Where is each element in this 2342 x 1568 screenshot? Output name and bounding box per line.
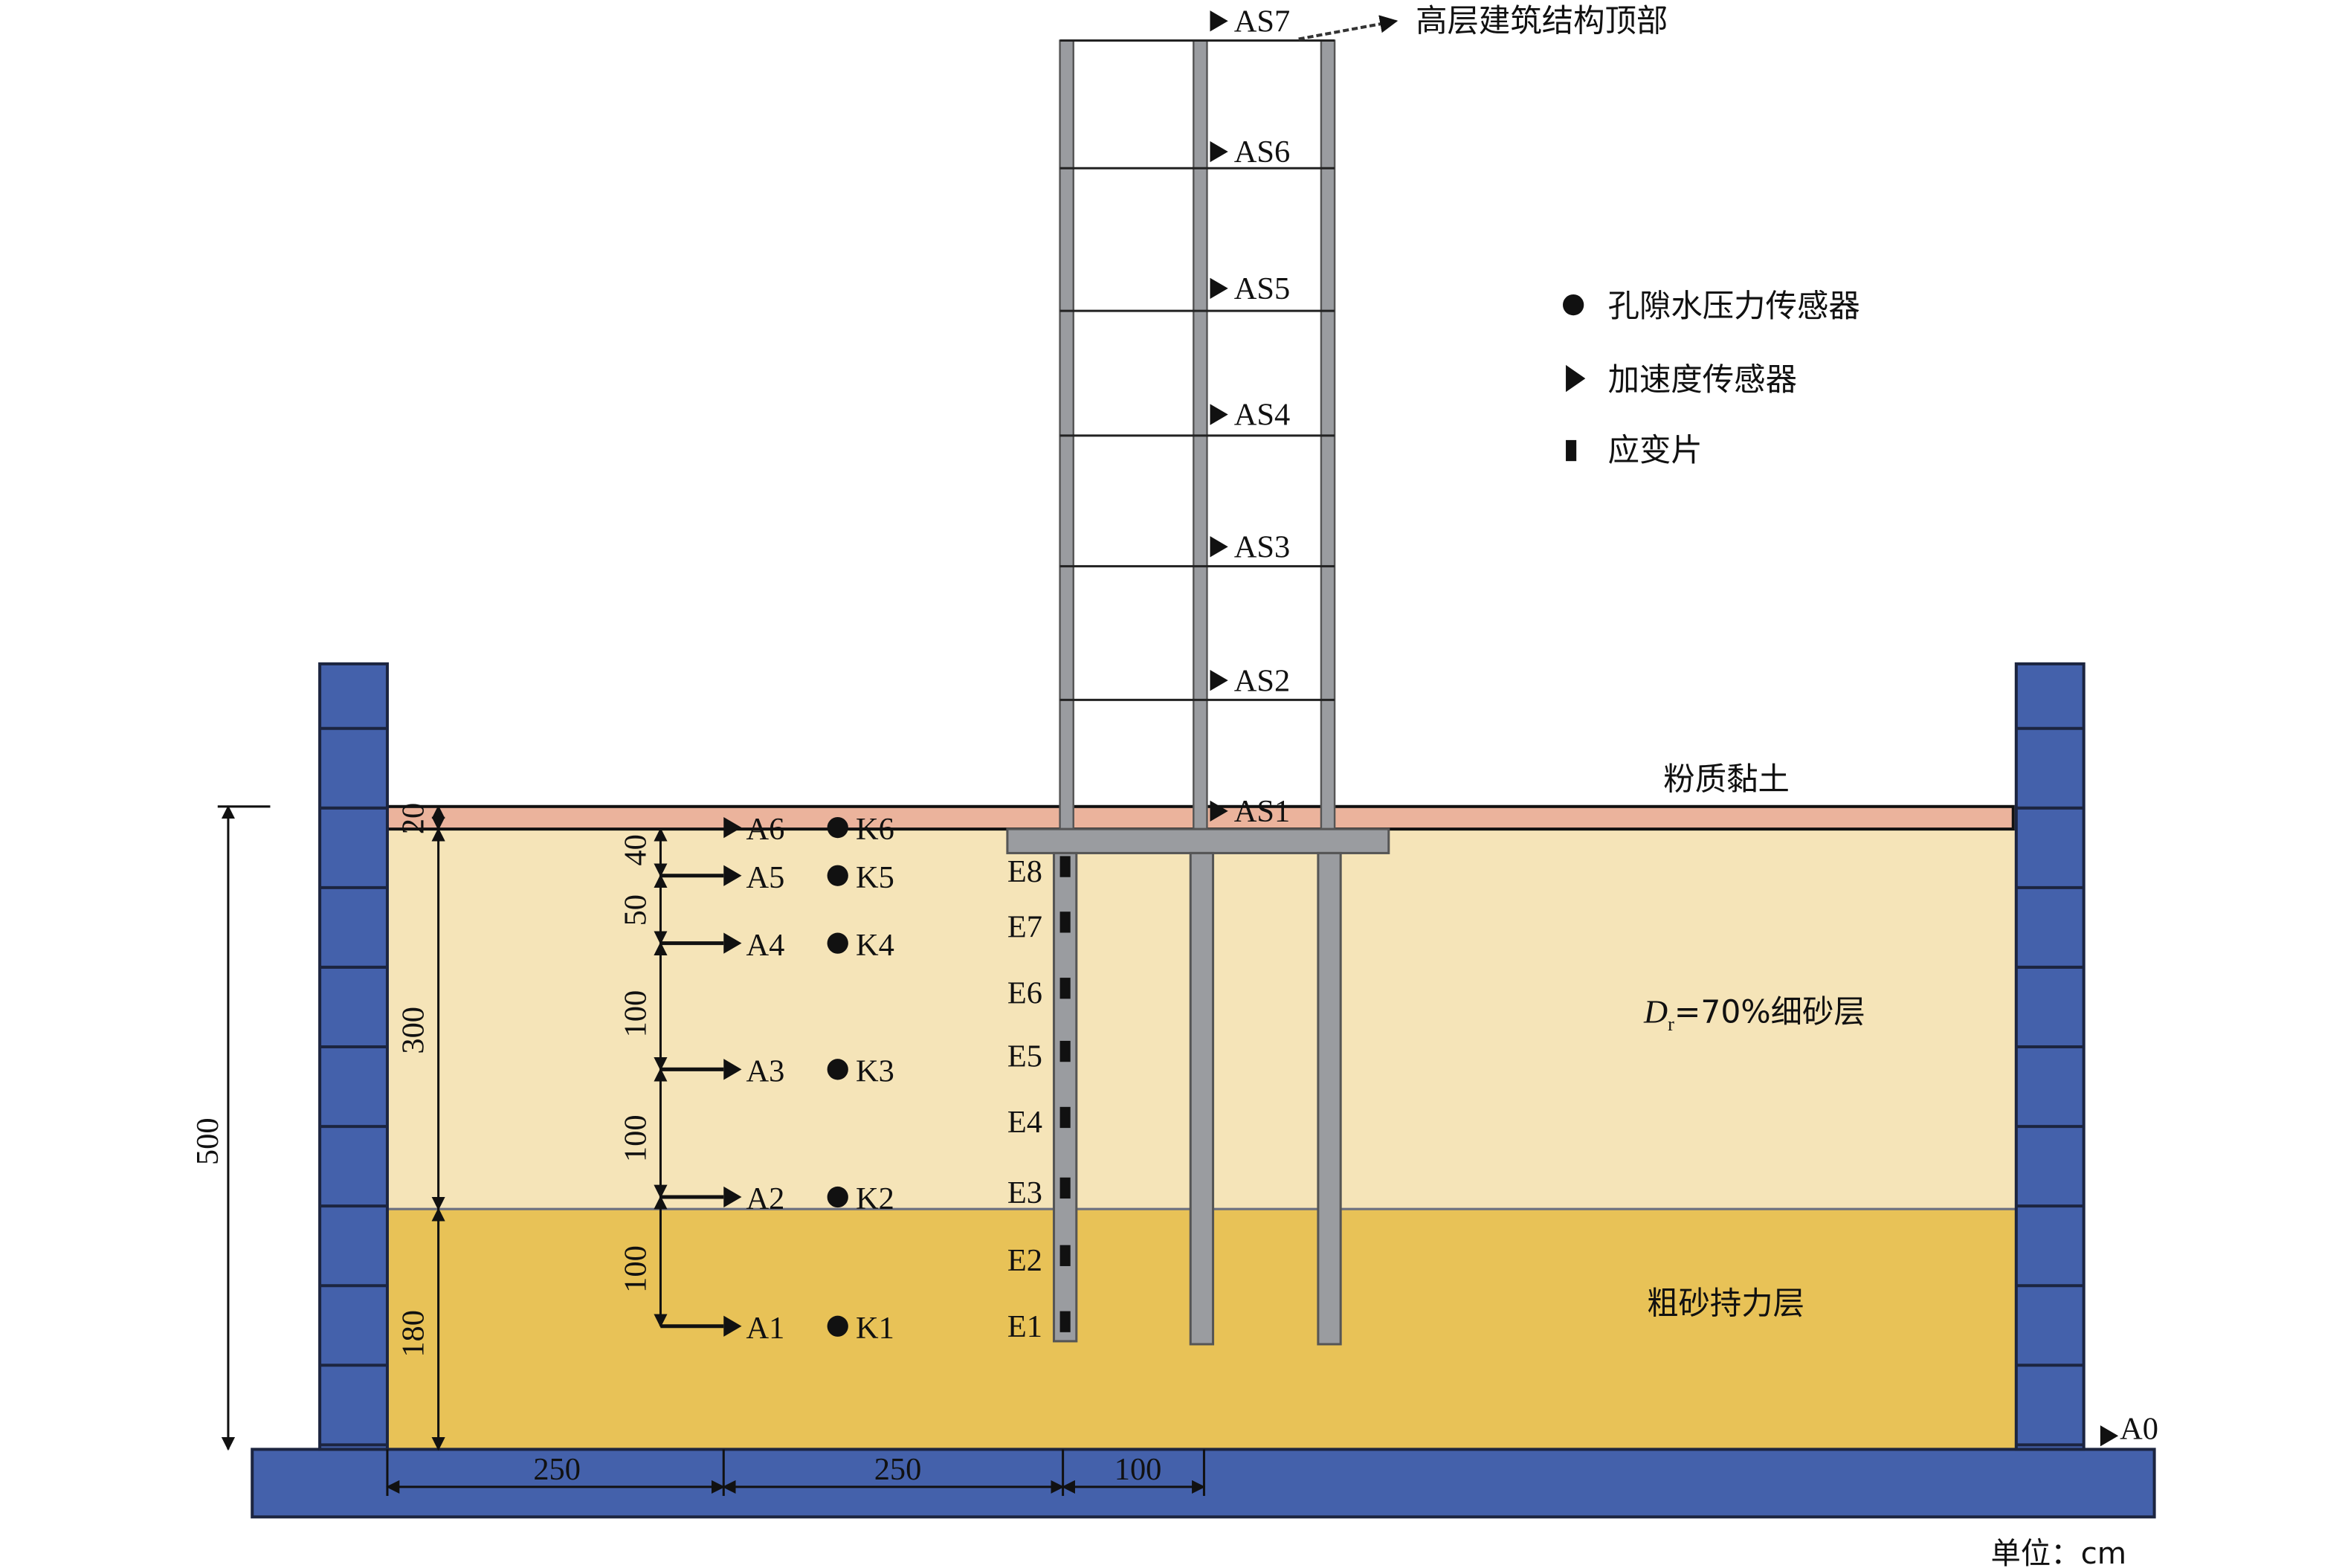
structure-sensor-label: AS5 [1234, 271, 1290, 306]
soil-accelerometer-label: A3 [746, 1054, 785, 1088]
clay-layer-label: 粉质黏土 [1663, 762, 1790, 798]
accelerometer-icon [723, 865, 742, 886]
dimension-label: 500 [190, 1117, 225, 1165]
soil-accelerometer-label: A4 [746, 928, 785, 963]
pore-pressure-sensor-label: K5 [856, 860, 894, 895]
accelerometer-icon [723, 816, 742, 839]
accelerometer-icon [723, 1186, 742, 1208]
accelerometer-icon [1210, 404, 1228, 425]
strain-gauge-icon [1059, 856, 1071, 877]
accelerometer-icon [723, 932, 742, 954]
soil-accelerometer-label: A6 [746, 812, 785, 847]
dimension-label: 100 [618, 1245, 653, 1293]
strain-gauge-icon [1059, 978, 1071, 999]
pore-pressure-sensor-icon [827, 1059, 848, 1080]
dimension-label: 250 [874, 1452, 922, 1487]
pore-pressure-sensor-label: K6 [856, 812, 894, 847]
top-pointer-arrow [1298, 15, 1399, 41]
dimension-label: 20 [396, 803, 430, 834]
top-label: 高层建筑结构顶部 [1416, 3, 1668, 39]
strain-gauge-label: E2 [1007, 1243, 1042, 1278]
legend: 孔隙水压力传感器 加速度传感器 应变片 [1563, 288, 1860, 469]
strain-gauge-label: E8 [1007, 854, 1042, 889]
superstructure-frame [1059, 39, 1336, 830]
dimension-label: 100 [1114, 1452, 1162, 1487]
triangle-icon [1566, 364, 1586, 393]
strain-gauge-label: E7 [1007, 910, 1042, 945]
accelerometer-icon [1210, 536, 1228, 558]
coarse-sand-layer-label: 粗砂持力层 [1647, 1286, 1804, 1323]
accelerometer-icon [723, 1315, 742, 1337]
legend-label: 孔隙水压力传感器 [1608, 288, 1860, 325]
pile-cap [1006, 827, 1390, 854]
legend-label: 应变片 [1608, 433, 1703, 469]
dimension-label: 40 [618, 834, 653, 865]
dimension-label: 100 [618, 990, 653, 1038]
strain-gauge-label: E3 [1007, 1175, 1042, 1210]
pore-pressure-sensor-icon [827, 1315, 848, 1337]
dimension-label: 300 [396, 1007, 430, 1054]
strain-gauge-label: E4 [1007, 1105, 1042, 1140]
pore-pressure-sensor-icon [827, 865, 848, 886]
accelerometer-icon [1210, 141, 1228, 163]
legend-label: 加速度传感器 [1608, 362, 1797, 399]
fine-sand-layer-label: Dr=70%细砂层 [1643, 993, 1865, 1035]
soil-accelerometer-label: A2 [746, 1181, 785, 1216]
accelerometer-icon [1210, 277, 1228, 300]
structure-sensor-label: AS2 [1234, 663, 1290, 698]
pile-2 [1189, 851, 1215, 1346]
pore-pressure-sensor-icon [827, 932, 848, 954]
accelerometer-icon [723, 1059, 742, 1080]
strain-gauge-icon [1059, 1106, 1071, 1129]
strain-gauge-icon [1059, 1245, 1071, 1266]
structure-sensor-label: AS7 [1234, 4, 1290, 39]
accelerometer-icon [1210, 10, 1228, 32]
accelerometer-icon [1210, 800, 1228, 822]
right-container-wall [2014, 662, 2085, 1451]
structure-sensor-label: AS3 [1234, 529, 1290, 564]
strain-gauge-icon [1059, 1040, 1071, 1062]
accelerometer-icon [1210, 669, 1228, 691]
soil-accelerometer-label: A5 [746, 860, 785, 895]
strain-gauge-label: E6 [1007, 975, 1042, 1010]
base-accelerometer-label: A0 [2120, 1411, 2158, 1446]
rectangle-icon [1566, 439, 1577, 462]
left-container-wall [318, 662, 389, 1451]
dimension-label: 100 [618, 1114, 653, 1162]
strain-gauge-icon [1059, 912, 1071, 933]
dimension-label: 50 [618, 894, 653, 926]
strain-gauge-icon [1059, 1311, 1071, 1332]
dimension-label: 250 [533, 1452, 581, 1487]
unit-label: 单位：cm [1991, 1536, 2127, 1568]
pore-pressure-sensor-label: K1 [856, 1311, 894, 1346]
pore-pressure-sensor-icon [827, 1186, 848, 1208]
strain-gauge-label: E5 [1007, 1039, 1042, 1074]
structure-sensor-label: AS1 [1234, 794, 1290, 829]
pore-pressure-sensor-label: K4 [856, 928, 894, 963]
soil-accelerometer-label: A1 [746, 1311, 785, 1346]
dimension-label: 180 [396, 1310, 430, 1358]
strain-gauge-label: E1 [1007, 1309, 1042, 1344]
circle-icon [1563, 294, 1584, 316]
structure-sensor-label: AS4 [1234, 398, 1290, 433]
accelerometer-icon [2100, 1425, 2119, 1447]
strain-gauge-icon [1059, 1177, 1071, 1199]
pore-pressure-sensor-icon [827, 816, 848, 839]
structure-sensor-label: AS6 [1234, 135, 1290, 170]
pore-pressure-sensor-label: K3 [856, 1054, 894, 1088]
pile-3 [1317, 851, 1342, 1346]
pore-pressure-sensor-label: K2 [856, 1181, 894, 1216]
